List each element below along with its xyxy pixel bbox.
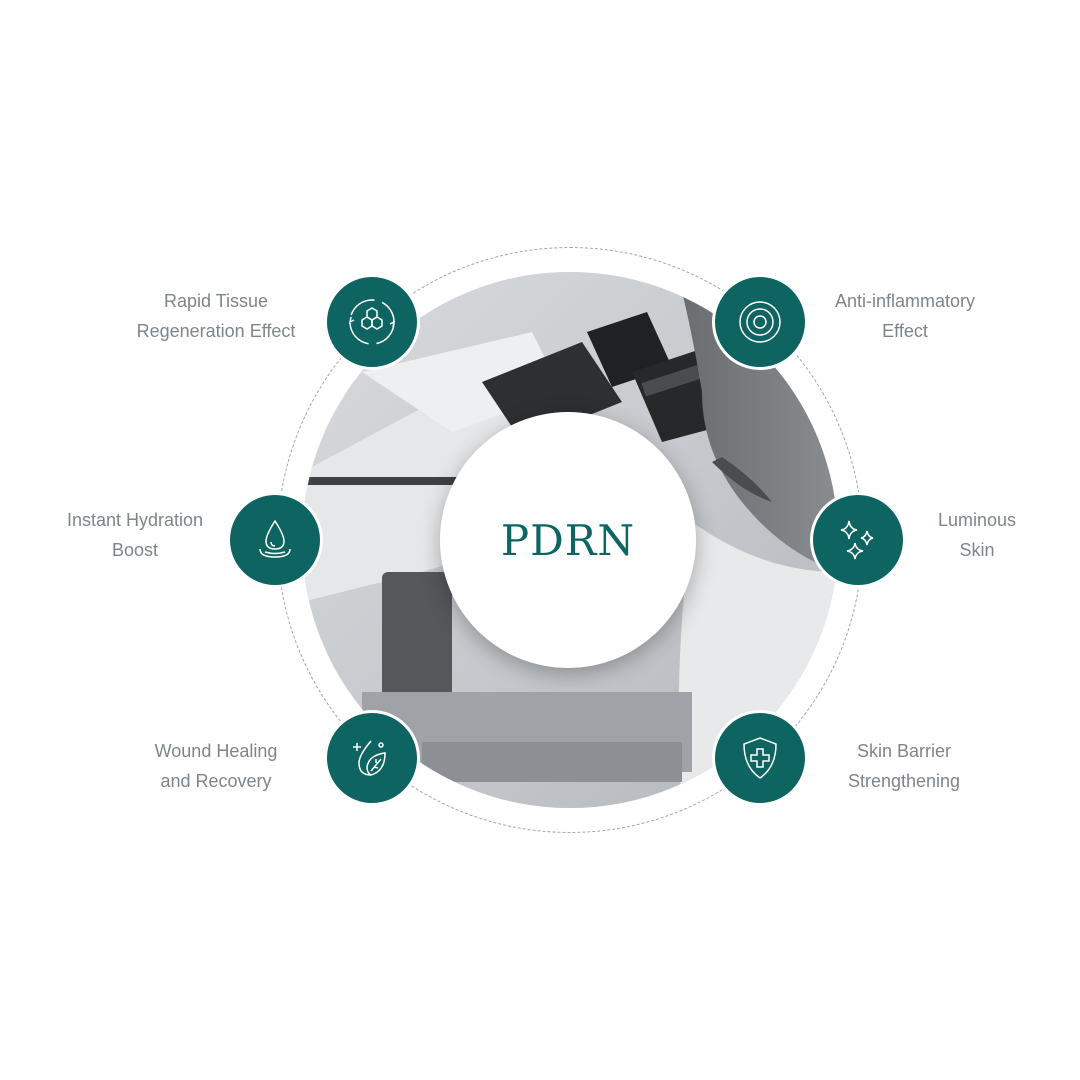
- node-anti-inflammatory: [712, 274, 808, 370]
- honeycomb-cycle-icon: [348, 299, 396, 345]
- label-line: Strengthening: [847, 771, 961, 791]
- label-line: Anti-inflammatory: [834, 291, 976, 311]
- node-hydration: [227, 492, 323, 588]
- label-tissue-regeneration: Rapid Tissue Regeneration Effect: [106, 286, 326, 346]
- label-wound-healing: Wound Healing and Recovery: [116, 736, 316, 796]
- node-tissue-regeneration: [324, 274, 420, 370]
- target-rings-icon: [739, 301, 781, 343]
- label-line: Boost: [111, 540, 159, 560]
- drop-leaf-icon: [353, 740, 386, 776]
- label-luminous: Luminous Skin: [917, 505, 1037, 565]
- label-line: Wound Healing: [154, 741, 278, 761]
- label-line: Effect: [882, 321, 928, 341]
- label-skin-barrier: Skin Barrier Strengthening: [814, 736, 994, 796]
- label-line: Regeneration Effect: [136, 321, 296, 341]
- sparkles-icon: [840, 520, 874, 560]
- label-hydration: Instant Hydration Boost: [30, 505, 240, 565]
- label-line: Luminous: [937, 510, 1017, 530]
- label-line: Instant Hydration: [66, 510, 204, 530]
- label-anti-inflammatory: Anti-inflammatory Effect: [795, 286, 1015, 346]
- center-title: PDRN: [500, 515, 636, 565]
- center-disc: PDRN: [440, 412, 696, 668]
- label-line: Skin Barrier: [856, 741, 952, 761]
- shield-cross-icon: [743, 737, 777, 779]
- label-line: and Recovery: [160, 771, 272, 791]
- label-line: Skin: [959, 540, 995, 560]
- node-luminous: [810, 492, 906, 588]
- node-wound-healing: [324, 710, 420, 806]
- label-line: Rapid Tissue: [163, 291, 269, 311]
- water-drop-icon: [259, 519, 291, 558]
- node-skin-barrier: [712, 710, 808, 806]
